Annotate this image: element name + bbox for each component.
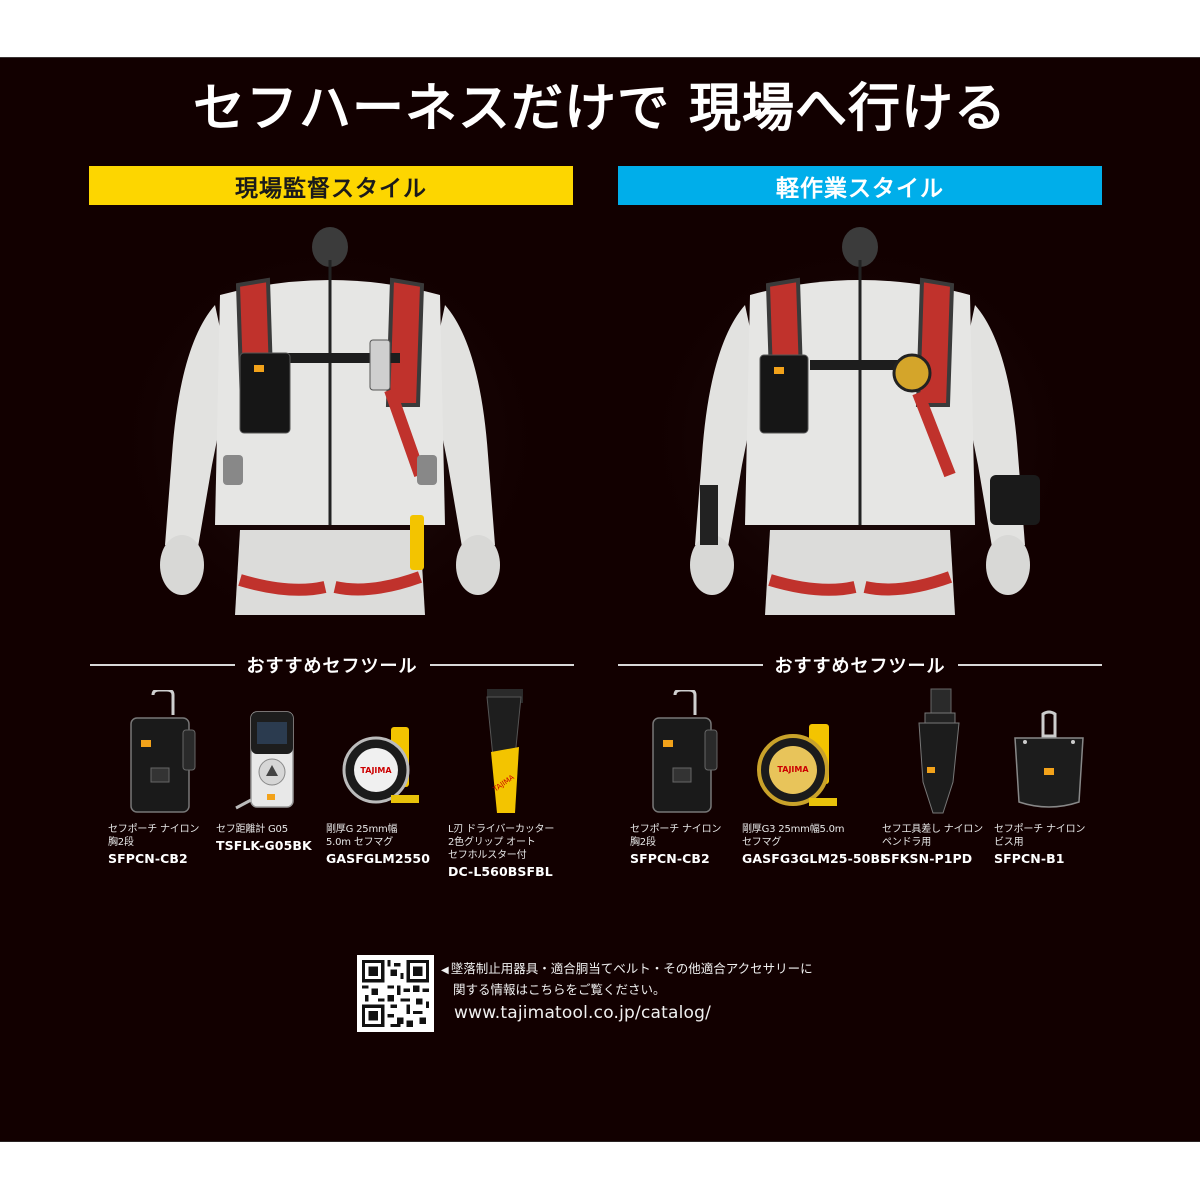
recommended-tools-heading-left: おすすめセフツール (90, 650, 574, 680)
catalog-footer: ◀墜落制止用器具・適合胴当てベルト・その他適合アクセサリーに 関する情報はこちら… (357, 955, 877, 1035)
page-title: セフハーネスだけで 現場へ行ける (192, 79, 1008, 139)
tool-list-site-supervisor: セフポーチ ナイロン 胸2段 SFPCN-CB2 セフ距離計 G05 TSFLK… (108, 685, 592, 935)
section-heading-label: おすすめセフツール (246, 656, 418, 677)
harness-model-icon (120, 225, 540, 615)
tool-item[interactable]: セフ距離計 G05 TSFLK-G05BK (216, 685, 336, 853)
tool-description: セフポーチ ナイロン 胸2段 (108, 824, 200, 848)
tool-code: SFPCN-CB2 (108, 851, 188, 866)
tool-code: SFPCN-B1 (994, 851, 1065, 866)
pouch-icon (652, 690, 718, 813)
tool-item[interactable]: TAJIMA 剛厚G3 25mm幅5.0m セフマグ GASFG3GLM25-5… (742, 685, 889, 866)
tool-code: TSFLK-G05BK (216, 838, 312, 853)
left-arrow-icon: ◀ (441, 965, 449, 976)
style-banner-light-work: 軽作業スタイル (618, 166, 1102, 205)
tool-list-light-work: セフポーチ ナイロン 胸2段 SFPCN-CB2 TAJIMA 剛厚G3 25m… (630, 685, 1114, 935)
catalog-info-line2: 関する情報はこちらをご覧ください。 (453, 982, 666, 997)
tool-item[interactable]: セフポーチ ナイロン ビス用 SFPCN-B1 (994, 685, 1114, 866)
tool-code: SFPCN-CB2 (630, 851, 710, 866)
svg-text:TAJIMA: TAJIMA (360, 766, 392, 775)
divider-line (618, 664, 763, 666)
laser-distance-meter-icon (235, 711, 294, 810)
qr-code-icon (362, 960, 429, 1027)
tool-description: セフポーチ ナイロン ビス用 (994, 824, 1086, 848)
tool-description: セフ距離計 G05 (216, 824, 288, 835)
tool-code: GASFG3GLM25-50BL (742, 851, 889, 866)
tool-description: セフポーチ ナイロン 胸2段 (630, 824, 722, 848)
tool-description: L刃 ドライバーカッター 2色グリップ オート セフホルスター付 (448, 824, 555, 861)
style-banner-label: 現場監督スタイル (235, 175, 427, 202)
tape-measure-gold-icon: TAJIMA (757, 724, 837, 806)
pouch-icon (130, 690, 196, 813)
tool-item[interactable]: セフポーチ ナイロン 胸2段 SFPCN-CB2 (630, 685, 750, 866)
catalog-info-text: ◀墜落制止用器具・適合胴当てベルト・その他適合アクセサリーに 関する情報はこちら… (441, 959, 813, 999)
svg-text:TAJIMA: TAJIMA (777, 765, 809, 774)
qr-code[interactable] (357, 955, 434, 1032)
tool-description: 剛厚G3 25mm幅5.0m セフマグ (742, 824, 845, 848)
tool-item[interactable]: セフポーチ ナイロン 胸2段 SFPCN-CB2 (108, 685, 228, 866)
tape-measure-icon: TAJIMA (342, 727, 419, 804)
model-photo-site-supervisor (120, 225, 540, 615)
tool-item[interactable]: セフ工具差し ナイロン ペンドラ用 SFKSN-P1PD (882, 685, 1002, 866)
catalog-info-line1: 墜落制止用器具・適合胴当てベルト・その他適合アクセサリーに (450, 961, 813, 976)
model-photo-light-work (650, 225, 1070, 615)
tool-code: GASFGLM2550 (326, 851, 431, 866)
tool-holder-icon (918, 688, 960, 814)
tool-description: セフ工具差し ナイロン ペンドラ用 (882, 824, 983, 848)
divider-line (429, 664, 574, 666)
catalog-url-link[interactable]: www.tajimatool.co.jp/catalog/ (454, 1003, 712, 1023)
tool-code: DC-L560BSFBL (448, 864, 553, 879)
style-banner-label: 軽作業スタイル (776, 175, 944, 202)
tool-item[interactable]: TAJIMA 剛厚G 25mm幅 5.0m セフマグ GASFGLM2550 (326, 685, 446, 866)
tool-description: 剛厚G 25mm幅 5.0m セフマグ (326, 824, 398, 848)
screw-bucket-icon (1014, 710, 1084, 808)
divider-line (957, 664, 1102, 666)
cutter-holster-icon: TAJIMA (486, 689, 523, 813)
style-banner-site-supervisor: 現場監督スタイル (89, 166, 573, 205)
divider-line (90, 664, 235, 666)
tool-code: SFKSN-P1PD (882, 851, 973, 866)
harness-model-icon (650, 225, 1070, 615)
section-heading-label: おすすめセフツール (774, 656, 946, 677)
tool-item[interactable]: TAJIMA L刃 ドライバーカッター 2色グリップ オート セフホルスター付 … (448, 685, 568, 879)
recommended-tools-heading-right: おすすめセフツール (618, 650, 1102, 680)
